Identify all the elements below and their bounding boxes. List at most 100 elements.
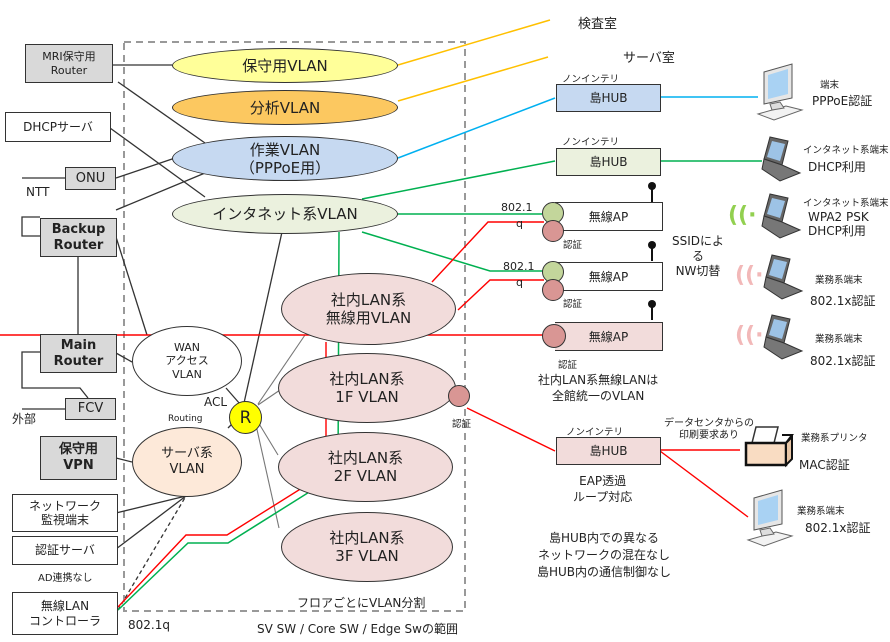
fcv[interactable]: FCV bbox=[65, 398, 116, 420]
vlan-lan-1f-line1: 社内LAN系 bbox=[329, 370, 405, 388]
wireless-ap-2[interactable]: 無線AP bbox=[555, 262, 663, 291]
exam-room-label: 検査室 bbox=[578, 17, 618, 32]
acl-label: ACL bbox=[204, 395, 228, 409]
line-wlc-server-dashed bbox=[117, 495, 187, 611]
vlan-internet[interactable]: インタネット系VLAN bbox=[172, 194, 398, 234]
auth-port-1f bbox=[448, 385, 470, 407]
vlan-wan-line1: WAN bbox=[173, 341, 201, 355]
line-r-lan-2f bbox=[257, 421, 279, 456]
desktop-icon[interactable] bbox=[746, 488, 796, 550]
endpoint-3-title: インタネット系端末 bbox=[803, 198, 889, 209]
line-r-lan-wireless bbox=[257, 334, 306, 405]
auth-port-ap3 bbox=[542, 324, 566, 348]
vlan-work-line2: （PPPoE用） bbox=[239, 158, 331, 177]
island-hub-2[interactable]: 島HUB bbox=[556, 148, 661, 176]
backup-router[interactable]: Backup Router bbox=[40, 218, 117, 257]
network-monitor-terminal[interactable]: ネットワーク 監視端末 bbox=[12, 494, 118, 532]
vlan-lan-1f[interactable]: 社内LAN系 1F VLAN bbox=[278, 353, 456, 423]
island-hub-3[interactable]: 島HUB bbox=[556, 437, 661, 465]
vlan-lan-3f-line1: 社内LAN系 bbox=[329, 529, 405, 547]
core-router[interactable]: R bbox=[229, 401, 262, 434]
vlan-server[interactable]: サーバ系 VLAN bbox=[132, 427, 242, 497]
vlan-wan-line3: VLAN bbox=[172, 367, 202, 381]
line-r-wan bbox=[225, 387, 241, 405]
vlan-analysis[interactable]: 分析VLAN bbox=[172, 90, 398, 125]
line-wlc-red bbox=[117, 342, 327, 608]
wireless-ap-3[interactable]: 無線AP bbox=[555, 322, 663, 351]
laptop-icon[interactable] bbox=[762, 253, 806, 303]
ntt-label: NTT bbox=[26, 185, 50, 199]
endpoint-2-detail: DHCP利用 bbox=[808, 160, 866, 174]
auth-label-ap3: 認証 bbox=[558, 360, 578, 371]
endpoint-7-title: 業務系端末 bbox=[797, 506, 845, 517]
laptop-icon[interactable] bbox=[760, 135, 804, 185]
line-maint-exam bbox=[397, 19, 551, 66]
line-main-fcv bbox=[21, 351, 89, 399]
vlan-lan-3f-line2: 3F VLAN bbox=[335, 547, 399, 565]
vlan-work-line1: 作業VLAN bbox=[249, 140, 321, 159]
ad-note: AD連携なし bbox=[38, 573, 93, 584]
island-hub-1[interactable]: 島HUB bbox=[556, 84, 661, 112]
line-backup-loop bbox=[21, 216, 40, 237]
vlan-lan-2f-line1: 社内LAN系 bbox=[327, 449, 404, 467]
eap-note: EAP透過 ループ対応 bbox=[573, 474, 633, 504]
endpoint-5-title: 業務系端末 bbox=[815, 334, 863, 345]
line-backup-work bbox=[115, 172, 206, 211]
line-monitor-server bbox=[115, 495, 187, 514]
dot1q-label-ap1a: 802.1 bbox=[501, 201, 533, 214]
line-hub-desktop2 bbox=[659, 450, 749, 518]
auth-label-ap2: 認証 bbox=[563, 299, 583, 310]
laptop-icon[interactable] bbox=[760, 192, 804, 242]
vlan-lan-wireless[interactable]: 社内LAN系 無線用VLAN bbox=[281, 273, 456, 345]
scope-note: SV SW / Core SW / Edge Swの範囲 bbox=[257, 622, 458, 636]
endpoint-6-detail: MAC認証 bbox=[799, 458, 850, 472]
dot1q-label: 802.1q bbox=[128, 618, 170, 632]
scope-boundary bbox=[123, 41, 466, 612]
mri-router[interactable]: MRI保守用 Router bbox=[25, 44, 113, 83]
desktop-icon[interactable] bbox=[756, 62, 806, 124]
vlan-maint[interactable]: 保守用VLAN bbox=[172, 48, 398, 83]
auth-label-1f: 認証 bbox=[452, 419, 472, 430]
printer-icon[interactable] bbox=[742, 425, 794, 475]
wireless-ap-1[interactable]: 無線AP bbox=[555, 202, 663, 231]
line-main-wan bbox=[115, 352, 133, 363]
dhcp-server[interactable]: DHCPサーバ bbox=[5, 112, 111, 142]
dot1q-label-ap1b: q bbox=[516, 217, 523, 230]
print-request-note: データセンタからの 印刷要求あり bbox=[664, 418, 754, 441]
maint-vpn[interactable]: 保守用 VPN bbox=[40, 436, 117, 480]
non-intelligent-label-1: ノンインテリ bbox=[562, 74, 620, 85]
non-intelligent-label-3: ノンインテリ bbox=[566, 427, 624, 438]
laptop-icon[interactable] bbox=[762, 313, 806, 363]
vlan-lan-3f[interactable]: 社内LAN系 3F VLAN bbox=[281, 512, 453, 582]
line-lanw-ap2 bbox=[457, 279, 544, 311]
auth-server[interactable]: 認証サーバ bbox=[12, 536, 118, 565]
main-router[interactable]: Main Router bbox=[40, 334, 117, 373]
vlan-wan-line2: アクセス bbox=[165, 354, 209, 368]
vlan-lan-1f-line2: 1F VLAN bbox=[335, 388, 399, 406]
wifi-signal-icon: ((· bbox=[735, 323, 764, 348]
line-mri-internet bbox=[117, 81, 206, 144]
line-work-hub bbox=[397, 97, 556, 159]
vlan-work[interactable]: 作業VLAN （PPPoE用） bbox=[172, 136, 398, 181]
endpoint-1-title: 端末 bbox=[820, 80, 840, 91]
endpoint-4-detail: 802.1x認証 bbox=[810, 294, 876, 308]
lan-wlan-note: 社内LAN系無線LANは 全館統一のVLAN bbox=[538, 373, 659, 403]
line-r-lan-1f bbox=[257, 389, 281, 406]
floor-split-note: フロアごとにVLAN分割 bbox=[297, 596, 426, 610]
line-r-internet bbox=[243, 231, 283, 404]
endpoint-6-title: 業務系プリンタ bbox=[801, 433, 868, 444]
onu[interactable]: ONU bbox=[65, 167, 116, 190]
server-room-label: サーバ室 bbox=[623, 51, 675, 66]
wlan-controller[interactable]: 無線LAN コントローラ bbox=[12, 592, 118, 635]
hub-note: 島HUB内での異なる ネットワークの混在なし 島HUB内の通信制御なし bbox=[537, 531, 672, 579]
vlan-server-line2: VLAN bbox=[169, 462, 205, 477]
endpoint-1-detail: PPPoE認証 bbox=[812, 94, 873, 108]
line-vpn-server bbox=[115, 457, 133, 463]
vlan-wan-access[interactable]: WAN アクセス VLAN bbox=[132, 326, 242, 396]
line-internet-hub bbox=[361, 160, 556, 200]
vlan-lan-wireless-line1: 社内LAN系 bbox=[330, 291, 407, 309]
endpoint-7-detail: 802.1x認証 bbox=[805, 521, 871, 535]
vlan-lan-2f[interactable]: 社内LAN系 2F VLAN bbox=[278, 432, 453, 502]
antenna-icon bbox=[648, 182, 656, 202]
